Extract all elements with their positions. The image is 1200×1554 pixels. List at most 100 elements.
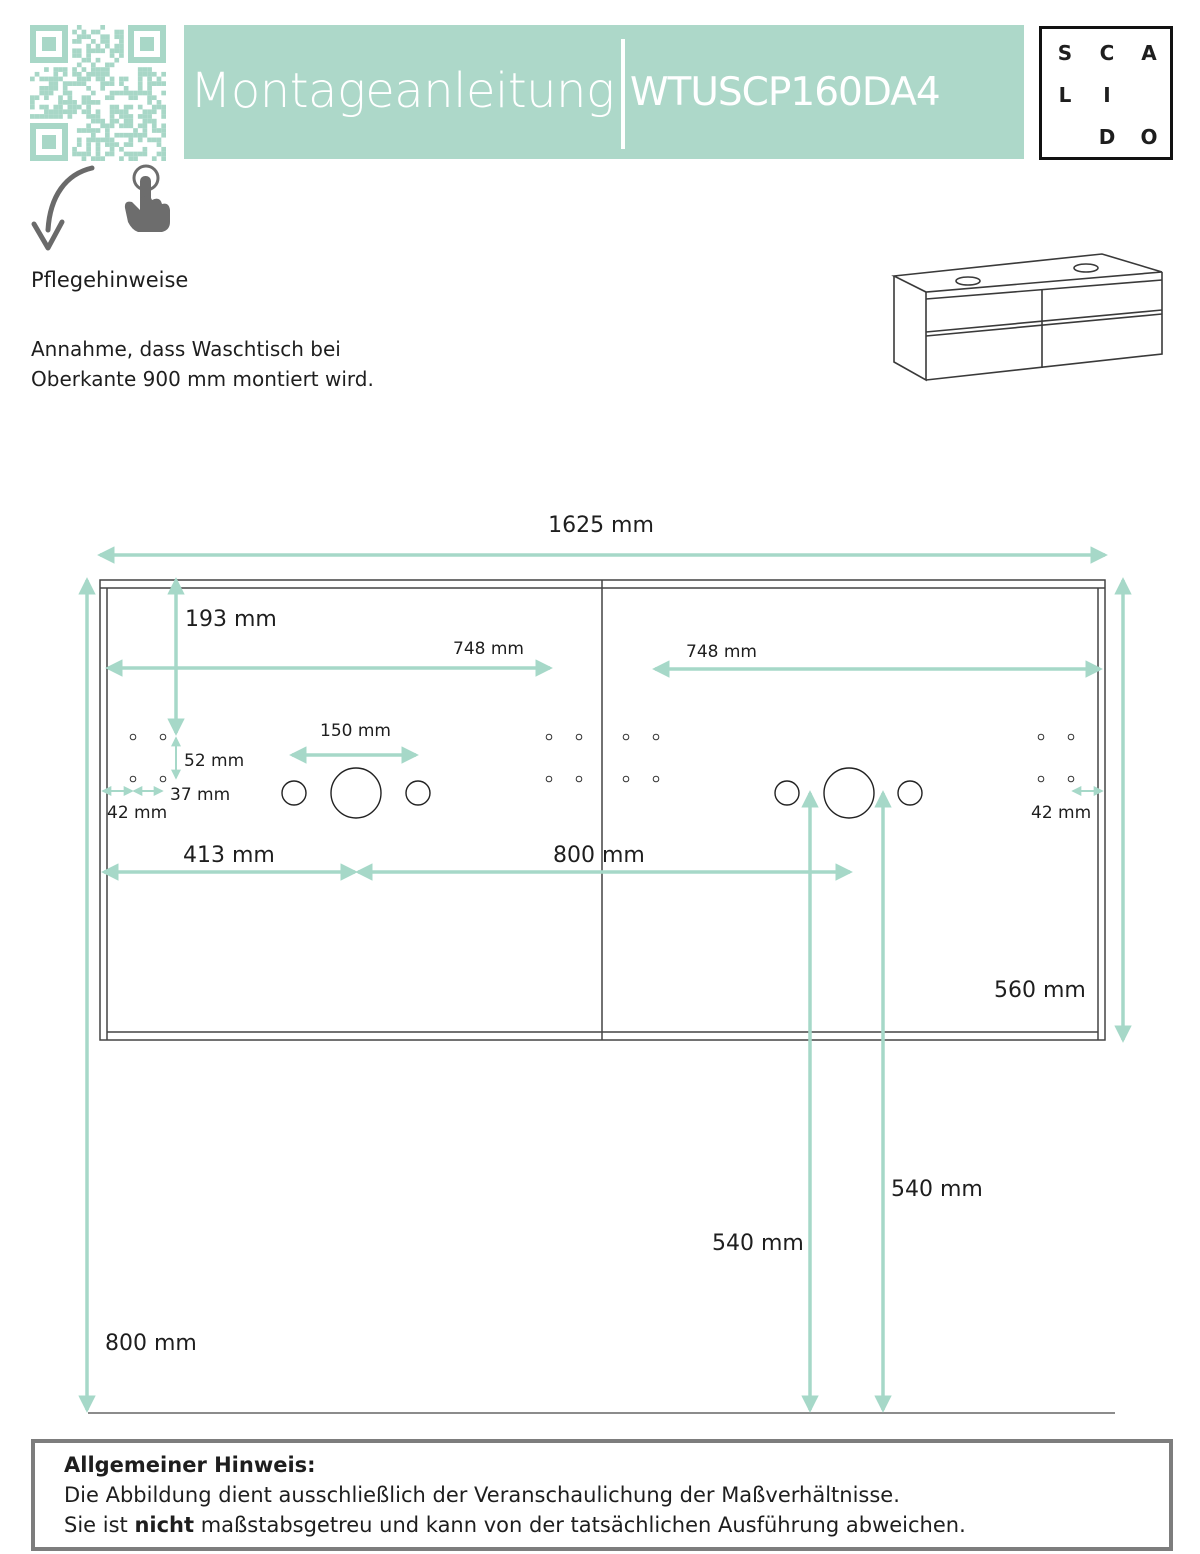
qr-module bbox=[86, 53, 91, 58]
qr-module bbox=[147, 109, 152, 115]
qr-module bbox=[119, 156, 124, 161]
qr-module bbox=[119, 109, 124, 115]
qr-module bbox=[100, 76, 106, 82]
qr-module bbox=[39, 90, 45, 96]
qr-module bbox=[62, 109, 68, 115]
page-title: Montageanleitung bbox=[190, 63, 615, 119]
qr-module bbox=[95, 76, 101, 82]
qr-module bbox=[114, 34, 120, 40]
qr-code-icon[interactable] bbox=[30, 25, 166, 161]
qr-module bbox=[76, 48, 82, 54]
qr-module bbox=[109, 90, 115, 96]
qr-module bbox=[53, 109, 59, 115]
qr-module bbox=[109, 137, 115, 143]
qr-module bbox=[72, 151, 77, 157]
qr-module bbox=[161, 151, 166, 157]
qr-module bbox=[151, 95, 157, 101]
logo-letter: D bbox=[1098, 125, 1116, 149]
logo-letter: A bbox=[1141, 41, 1157, 65]
qr-module bbox=[137, 132, 143, 138]
qr-module bbox=[147, 95, 152, 101]
qr-module bbox=[147, 100, 152, 105]
qr-module bbox=[142, 123, 148, 129]
qr-module bbox=[114, 142, 120, 147]
pointing-hand-icon bbox=[124, 164, 170, 232]
qr-module bbox=[86, 48, 91, 54]
qr-module bbox=[128, 95, 134, 101]
qr-module bbox=[137, 123, 143, 129]
qr-module bbox=[44, 85, 49, 91]
qr-module bbox=[34, 95, 40, 101]
qr-module bbox=[137, 90, 143, 96]
dim-vertical-hole-gap: 52 mm bbox=[184, 751, 244, 771]
qr-module bbox=[30, 100, 35, 105]
qr-module bbox=[156, 137, 162, 143]
qr-module bbox=[53, 85, 59, 91]
qr-module bbox=[142, 128, 148, 133]
qr-module bbox=[76, 39, 82, 44]
qr-module bbox=[128, 137, 134, 143]
qr-module bbox=[58, 104, 63, 110]
qr-module bbox=[109, 109, 115, 115]
qr-module bbox=[109, 95, 115, 101]
qr-module bbox=[72, 100, 77, 105]
qr-module bbox=[86, 95, 91, 101]
qr-module bbox=[114, 132, 120, 138]
qr-module bbox=[34, 114, 40, 119]
logo-letter: L bbox=[1058, 83, 1072, 107]
qr-module bbox=[58, 76, 63, 82]
qr-module bbox=[76, 76, 82, 82]
qr-module bbox=[81, 29, 87, 35]
qr-module bbox=[76, 104, 82, 110]
qr-module bbox=[105, 123, 110, 129]
note-text: Sie ist bbox=[64, 1513, 135, 1537]
qr-module bbox=[119, 81, 124, 86]
qr-module bbox=[48, 109, 54, 115]
qr-module bbox=[147, 114, 152, 119]
qr-module bbox=[44, 67, 49, 72]
care-instructions-link[interactable]: Pflegehinweise bbox=[31, 268, 189, 292]
qr-module bbox=[48, 76, 54, 82]
qr-module bbox=[95, 43, 101, 49]
qr-module bbox=[109, 142, 115, 147]
qr-module bbox=[151, 81, 157, 86]
qr-module bbox=[119, 48, 124, 54]
qr-module bbox=[123, 151, 129, 157]
qr-module bbox=[114, 90, 120, 96]
qr-module bbox=[151, 123, 157, 129]
qr-module bbox=[81, 67, 87, 72]
qr-module bbox=[67, 95, 73, 101]
qr-module bbox=[147, 71, 152, 77]
qr-module bbox=[95, 109, 101, 115]
qr-module bbox=[114, 57, 120, 63]
qr-module bbox=[90, 62, 96, 68]
qr-module bbox=[105, 43, 110, 49]
qr-module bbox=[100, 39, 106, 44]
qr-module bbox=[100, 48, 106, 54]
qr-module bbox=[119, 132, 124, 138]
qr-module bbox=[119, 43, 124, 49]
qr-module bbox=[58, 95, 63, 101]
qr-module bbox=[156, 81, 162, 86]
qr-module bbox=[90, 71, 96, 77]
note-text: maßstabsgetreu und kann von der tatsächl… bbox=[194, 1513, 966, 1537]
cabinet-3d-illustration bbox=[891, 253, 1163, 382]
qr-module bbox=[72, 39, 77, 44]
qr-module bbox=[72, 146, 77, 152]
qr-module bbox=[81, 128, 87, 133]
qr-module bbox=[100, 67, 106, 72]
qr-module bbox=[128, 151, 134, 157]
qr-module bbox=[161, 71, 166, 77]
mounting-holes bbox=[129, 733, 1075, 783]
qr-module bbox=[137, 137, 143, 143]
qr-module bbox=[128, 142, 134, 147]
qr-module bbox=[86, 142, 91, 147]
qr-module bbox=[53, 76, 59, 82]
dimension-arrows bbox=[78, 546, 1132, 1413]
qr-module bbox=[105, 39, 110, 44]
qr-module bbox=[76, 71, 82, 77]
qr-module bbox=[142, 114, 148, 119]
qr-module bbox=[39, 76, 45, 82]
qr-module bbox=[147, 118, 152, 124]
qr-module bbox=[109, 114, 115, 119]
